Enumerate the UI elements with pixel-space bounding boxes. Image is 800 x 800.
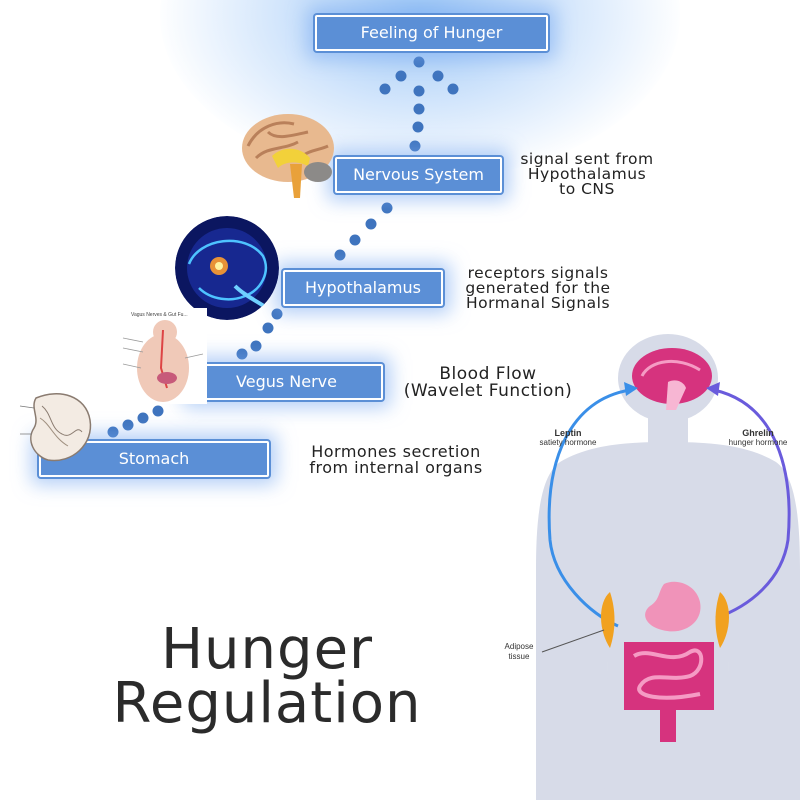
leptin-label: Leptin satiety hormone (536, 428, 600, 448)
vagus-nerve-icon: Vagus Nerves & Gut Fu... (115, 308, 207, 404)
feeling-of-hunger-box: Feeling of Hunger (315, 15, 548, 51)
ghrelin-title: Ghrelin (742, 428, 774, 438)
description-line: generated for the (465, 279, 611, 297)
body-brain (632, 348, 712, 410)
ghrelin-label: Ghrelin hunger hormone (726, 428, 790, 448)
description-line: Hypothalamus (527, 165, 647, 183)
brain-icon (242, 114, 334, 198)
description-line: Blood Flow (439, 364, 537, 384)
description-line: signal sent from (520, 150, 654, 168)
inset-title: Vagus Nerves & Gut Fu... (131, 312, 188, 318)
vegus-nerve-description: Blood Flow (Wavelet Function) (388, 366, 588, 400)
ghrelin-subtitle: hunger hormone (728, 438, 788, 447)
leptin-title: Leptin (554, 428, 582, 438)
brain-scan-icon (175, 216, 279, 320)
description-line: to CNS (559, 180, 615, 198)
adipose-label: Adipose tissue (496, 642, 542, 662)
diagram-title: Hunger Regulation (92, 617, 442, 736)
adipose-line: Adipose (504, 642, 534, 651)
title-line: Regulation (112, 671, 422, 736)
intestines (624, 642, 714, 742)
title-line: Hunger (160, 617, 374, 682)
description-line: Hormanal Signals (465, 294, 611, 312)
description-line: from internal organs (309, 458, 483, 477)
vegus-nerve-box: Vegus Nerve (190, 364, 383, 400)
hypothalamus-box: Hypothalamus (283, 270, 443, 306)
stomach-icon (19, 393, 92, 462)
adipose-line: tissue (508, 652, 530, 661)
description-line: (Wavelet Function) (403, 381, 573, 401)
nervous-system-description: signal sent from Hypothalamus to CNS (507, 150, 667, 198)
stomach-description: Hormones secretion from internal organs (288, 444, 504, 476)
hypothalamus-description: receptors signals generated for the Horm… (452, 264, 624, 312)
body-diagram (536, 334, 800, 800)
description-line: receptors signals (467, 264, 609, 282)
leptin-subtitle: satiety hormone (539, 438, 597, 447)
nervous-system-box: Nervous System (335, 157, 502, 193)
description-line: Hormones secretion (311, 442, 481, 461)
